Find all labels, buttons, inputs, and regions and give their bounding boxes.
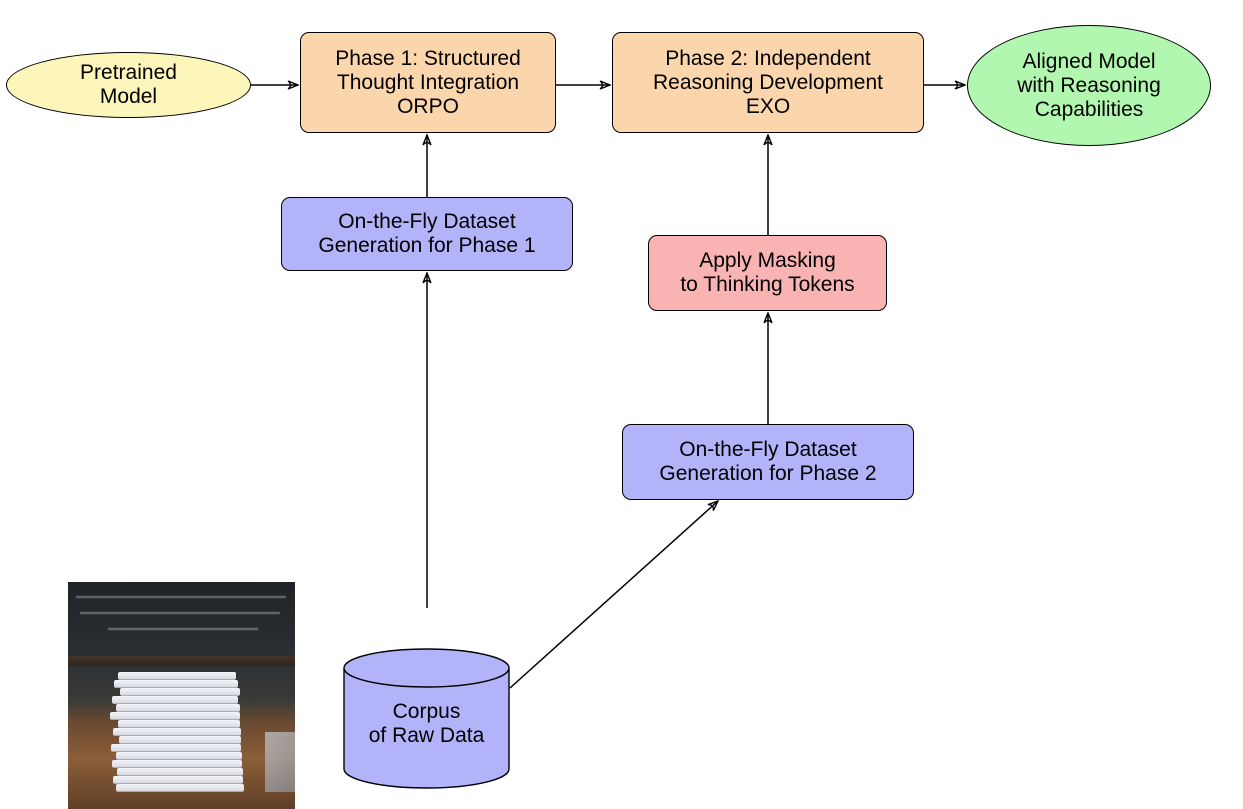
corpus-line-1: Corpus xyxy=(392,700,461,723)
phase2-line-2: Reasoning Development xyxy=(653,70,883,94)
chalkboard-equation-line xyxy=(108,628,258,630)
pretrained-line-2: Model xyxy=(99,85,158,108)
paper-sheet xyxy=(118,720,240,728)
gen1-line-2: Generation for Phase 1 xyxy=(318,234,536,257)
phase1-line-2: Thought Integration xyxy=(336,70,520,94)
node-apply-masking: Apply Masking to Thinking Tokens xyxy=(648,235,887,311)
chalkboard-equation-line xyxy=(76,596,286,598)
pretrained-line-1: Pretrained xyxy=(80,61,177,84)
paper-sheet xyxy=(113,728,241,736)
masking-line-1: Apply Masking xyxy=(699,249,836,272)
node-phase1: Phase 1: Structured Thought Integration … xyxy=(300,32,556,133)
node-pretrained-model: Pretrained Model xyxy=(6,52,251,118)
paper-sheet xyxy=(113,776,243,784)
chalkboard-ledge xyxy=(68,656,295,666)
corpus-cylinder-top xyxy=(343,648,510,688)
paper-sheet xyxy=(116,784,244,792)
node-dataset-generation-phase2: On-the-Fly Dataset Generation for Phase … xyxy=(622,424,914,500)
paper-sheet xyxy=(117,768,243,776)
paper-sheet xyxy=(110,712,240,720)
paper-sheet xyxy=(116,704,240,712)
edge-corpus-to-gen2 xyxy=(509,501,718,689)
node-corpus-label: Corpus of Raw Data xyxy=(343,700,510,748)
paper-sheet xyxy=(116,752,242,760)
paper-sheet xyxy=(112,760,242,768)
paper-sheet xyxy=(120,688,240,696)
stack-of-papers-photo xyxy=(68,582,295,809)
chalkboard-equation-line xyxy=(80,612,280,614)
paper-sheet xyxy=(119,736,241,744)
laptop-corner xyxy=(265,732,295,792)
paper-sheet xyxy=(118,672,236,680)
paper-sheet xyxy=(114,680,238,688)
phase2-line-3: EXO xyxy=(745,94,791,118)
paper-stack xyxy=(110,672,270,802)
node-aligned-model: Aligned Model with Reasoning Capabilitie… xyxy=(967,25,1211,146)
corpus-cylinder-body xyxy=(343,668,510,789)
node-phase2: Phase 2: Independent Reasoning Developme… xyxy=(612,32,924,133)
gen2-line-2: Generation for Phase 2 xyxy=(659,462,877,485)
phase2-line-1: Phase 2: Independent xyxy=(665,46,871,70)
aligned-line-2: with Reasoning xyxy=(1017,73,1161,97)
gen1-line-1: On-the-Fly Dataset xyxy=(338,210,516,233)
gen2-line-1: On-the-Fly Dataset xyxy=(679,438,857,461)
aligned-line-1: Aligned Model xyxy=(1022,49,1156,73)
masking-line-2: to Thinking Tokens xyxy=(680,273,855,296)
corpus-cylinder-shape xyxy=(343,648,510,789)
paper-sheet xyxy=(112,696,238,704)
corpus-line-2: of Raw Data xyxy=(368,724,485,747)
phase1-line-3: ORPO xyxy=(397,94,459,118)
phase1-line-1: Phase 1: Structured xyxy=(335,46,521,70)
paper-sheet xyxy=(111,744,241,752)
aligned-line-3: Capabilities xyxy=(1034,97,1144,121)
node-dataset-generation-phase1: On-the-Fly Dataset Generation for Phase … xyxy=(281,197,573,271)
